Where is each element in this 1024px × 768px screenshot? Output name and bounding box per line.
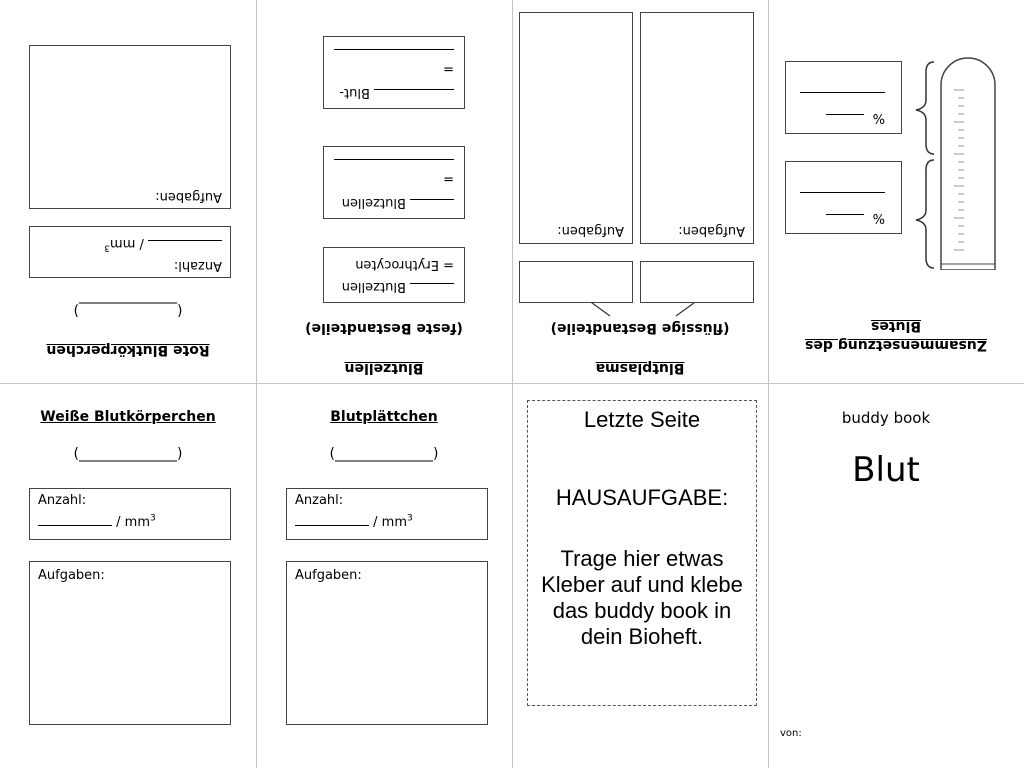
panel-weisse-blutkoerperchen: Weiße Blutkörperchen (______________) An… [0,384,256,768]
tasks-label: Aufgaben: [155,189,222,204]
tasks-label: Aufgaben: [678,223,745,238]
plaettchen-count-box[interactable]: Anzahl: / mm3 [286,488,488,540]
panel-letzte-seite: Letzte Seite HAUSAUFGABE: Trage hier etw… [512,384,768,768]
plasma-task-box-right[interactable]: Aufgaben: [519,12,633,244]
panel-blutplasma: Blutplasma (flüssige Bestandteile) Aufga… [512,0,768,384]
erythrocyten-label: = Erythrocyten [355,257,454,272]
percent-sign: % [872,110,885,125]
blut-label: Blut- [339,85,370,100]
plaettchen-title: Blutplättchen [330,409,438,425]
plaettchen-paren: (______________) [329,446,439,462]
percent-box-1[interactable]: % [785,161,902,234]
unit-label: / mm [116,515,150,530]
panel-cover: buddy book Blut von: [768,384,1024,768]
count-label: Anzahl: [295,493,344,508]
brace-icon [915,61,935,269]
blutplasma-title: Blutplasma [595,360,685,376]
fold-line-2 [512,0,513,768]
panel-blutzellen: Blutzellen (feste Bestandteile) Blutzell… [256,0,512,384]
count-label: Anzahl: [173,258,222,273]
rote-tasks-box[interactable]: Aufgaben: [29,45,231,209]
homework-instruction: Trage hier etwas Kleber auf und klebe da… [541,546,743,649]
test-tube-icon [940,57,996,270]
fold-line-3 [768,0,769,768]
rote-title: Rote Blutkörperchen [46,342,210,358]
blutzellen-box-2[interactable]: Blutzellen = [323,146,465,219]
panel-rote-blutkoerperchen: Rote Blutkörperchen (______________) Anz… [0,0,256,384]
rote-paren: (______________) [73,302,183,318]
plaettchen-tasks-box[interactable]: Aufgaben: [286,561,488,725]
fold-line-1 [256,0,257,768]
cover-title: Blut [852,450,920,490]
weisse-paren: (______________) [73,446,183,462]
unit-label: / mm [110,236,144,251]
tasks-label: Aufgaben: [295,568,362,583]
from-label: von: [780,728,802,739]
weisse-title: Weiße Blutkörperchen [40,409,216,425]
glue-area[interactable]: Letzte Seite HAUSAUFGABE: Trage hier etw… [527,400,757,706]
blutzellen-label: Blutzellen [341,279,406,294]
percent-box-2[interactable]: % [785,61,902,134]
equals-sign: = [443,171,454,186]
plasma-label-box-right[interactable] [519,261,633,303]
blutzellen-title: Blutzellen [344,360,424,376]
count-label: Anzahl: [38,493,87,508]
plasma-task-box-left[interactable]: Aufgaben: [640,12,754,244]
fold-line-horizontal [0,383,1024,384]
blutzellen-box-1[interactable]: Blutzellen = Erythrocyten [323,247,465,303]
blutplasma-subtitle: (flüssige Bestandteile) [550,320,730,336]
tasks-label: Aufgaben: [38,568,105,583]
zusammensetzung-title: Zusammensetzung des Blutes [805,318,987,353]
rote-count-box[interactable]: Anzahl: / mm3 [29,226,231,278]
top-half-flipped: Zusammensetzung des Blutes [0,0,1024,384]
buddy-book-label: buddy book [841,409,931,427]
panel-blutplaettchen: Blutplättchen (______________) Anzahl: /… [256,384,512,768]
tasks-label: Aufgaben: [557,223,624,238]
unit-label: / mm [373,515,407,530]
homework-label: HAUSAUFGABE: [555,485,729,510]
percent-sign: % [872,210,885,225]
blutzellen-label: Blutzellen [341,195,406,210]
blutzellen-box-3[interactable]: Blut- = [323,36,465,109]
plasma-label-box-left[interactable] [640,261,754,303]
last-page-heading: Letzte Seite [583,407,701,432]
blutzellen-subtitle: (feste Bestandteile) [305,320,463,336]
panel-zusammensetzung: Zusammensetzung des Blutes [768,0,1024,384]
weisse-count-box[interactable]: Anzahl: / mm3 [29,488,231,540]
weisse-tasks-box[interactable]: Aufgaben: [29,561,231,725]
equals-sign: = [443,61,454,76]
